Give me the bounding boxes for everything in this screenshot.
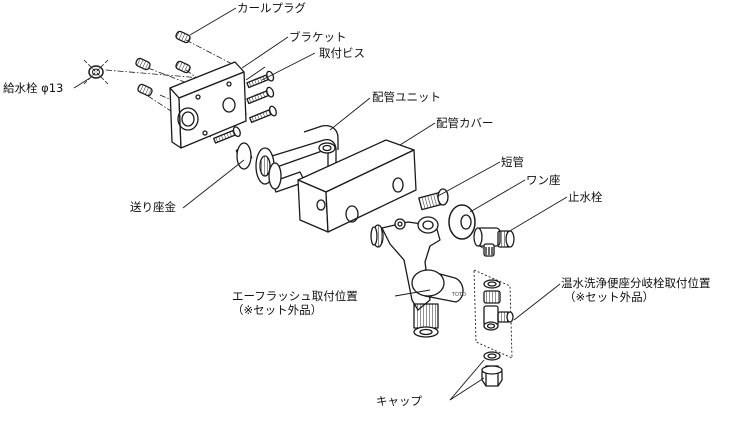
leader-lines	[73, 7, 568, 401]
label-piping-cover: 配管カバー	[436, 116, 494, 130]
piping-unit	[235, 124, 339, 193]
label-washlet-branch: 温水洗浄便座分岐栓取付位置	[561, 276, 711, 290]
label-curl-plug: カールプラグ	[237, 1, 306, 15]
washer-seat	[448, 204, 476, 240]
label-cap: キャップ	[376, 394, 422, 408]
label-piping-unit: 配管ユニット	[372, 90, 441, 104]
label-mounting-screw: 取付ビス	[319, 46, 365, 60]
curl-plugs	[135, 30, 191, 97]
label-short-pipe: 短管	[501, 155, 524, 169]
label-feed-seat: 送り座金	[130, 200, 176, 214]
cap-parts	[481, 351, 503, 387]
label-bracket: ブラケット	[289, 30, 347, 44]
supply-faucet-symbol	[83, 59, 109, 85]
label-washer-seat: ワン座	[526, 173, 561, 187]
label-eflush: エーフラッシュ取付位置	[232, 289, 358, 303]
valve-body: TOTO	[370, 216, 466, 338]
stop-valve	[473, 227, 515, 257]
bracket-plate	[169, 61, 247, 149]
label-washlet-branch-note: （※セット外品）	[564, 290, 655, 304]
svg-text:TOTO: TOTO	[451, 292, 466, 298]
label-supply-faucet: 給水栓 φ13	[3, 81, 64, 95]
short-pipe	[418, 188, 449, 211]
piping-cover	[297, 139, 417, 233]
label-stop-valve: 止水栓	[568, 190, 603, 204]
label-eflush-note: （※セット外品）	[232, 303, 323, 317]
washlet-branch-parts	[473, 269, 514, 359]
mounting-screws	[213, 70, 277, 144]
